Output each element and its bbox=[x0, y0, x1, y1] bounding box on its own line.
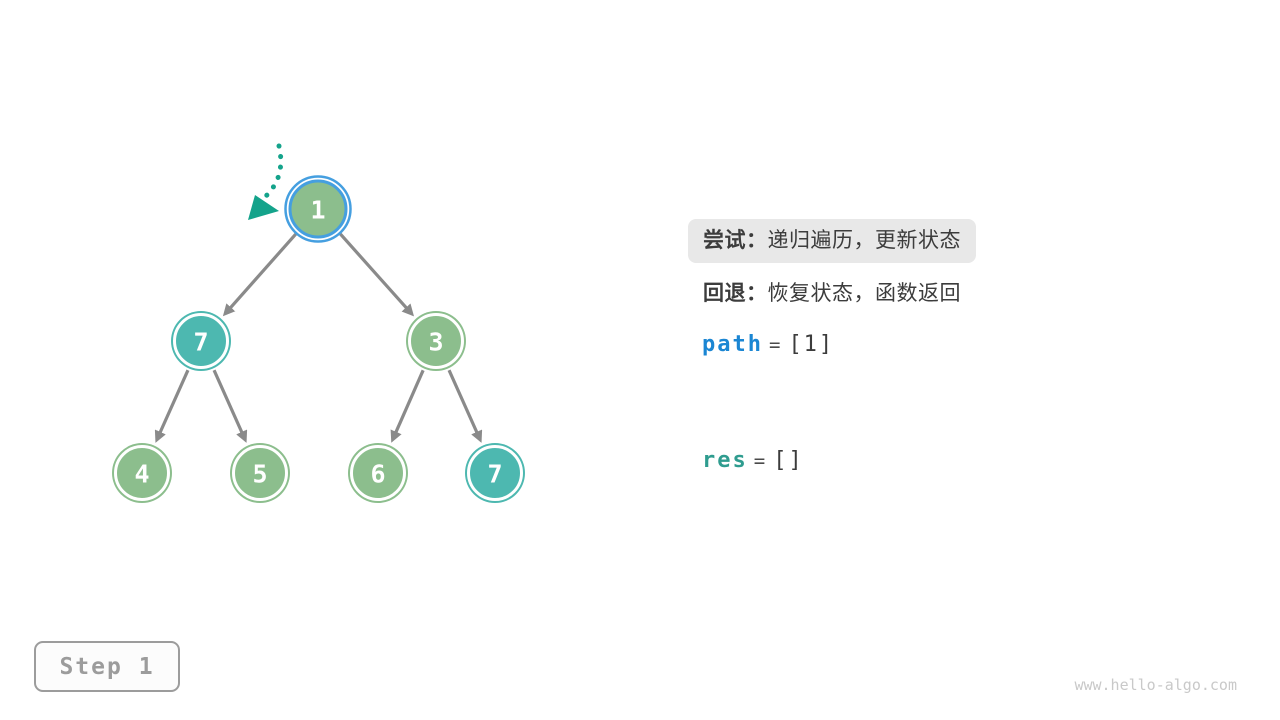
res-variable-line: res=[] bbox=[702, 448, 804, 473]
watermark: www.hello-algo.com bbox=[1074, 676, 1237, 694]
tree-node-4-3: 4 bbox=[112, 443, 172, 503]
tree-edge bbox=[447, 369, 483, 443]
current-pointer-arrowhead-icon bbox=[248, 195, 279, 220]
tree-edge bbox=[212, 369, 248, 443]
step-badge: Step 1 bbox=[34, 641, 180, 692]
try-keyword: 尝试： bbox=[703, 229, 768, 252]
res-variable-name: res bbox=[702, 448, 748, 473]
tree-node-7-1: 7 bbox=[171, 311, 231, 371]
path-value: [1] bbox=[788, 332, 835, 357]
tree-node-label: 5 bbox=[252, 460, 267, 489]
tree-node-label: 7 bbox=[487, 460, 502, 489]
tree-edge bbox=[338, 231, 415, 317]
try-line: 尝试：递归遍历，更新状态 bbox=[688, 219, 976, 263]
tree-node-6-5: 6 bbox=[348, 443, 408, 503]
path-variable-line: path=[1] bbox=[702, 332, 834, 357]
path-equals-sign: = bbox=[768, 334, 783, 356]
tree-edge bbox=[154, 369, 190, 443]
tree-node-1-0: 1 bbox=[284, 175, 352, 243]
tree-edge bbox=[222, 231, 298, 317]
tree-node-label: 7 bbox=[193, 328, 208, 357]
tree-node-label: 3 bbox=[428, 328, 443, 357]
tree-node-label: 6 bbox=[370, 460, 385, 489]
tree-node-label: 1 bbox=[310, 196, 325, 225]
tree-node-7-6: 7 bbox=[465, 443, 525, 503]
try-description: 递归遍历，更新状态 bbox=[767, 229, 961, 252]
tree-node-3-2: 3 bbox=[406, 311, 466, 371]
path-variable-name: path bbox=[702, 332, 763, 357]
current-pointer-dotted-arrow bbox=[263, 143, 284, 199]
tree-node-5-4: 5 bbox=[230, 443, 290, 503]
tree-node-label: 4 bbox=[134, 460, 149, 489]
res-value: [] bbox=[773, 448, 804, 473]
back-line: 回退：恢复状态，函数返回 bbox=[703, 281, 961, 307]
res-equals-sign: = bbox=[753, 450, 768, 472]
back-keyword: 回退： bbox=[703, 282, 768, 305]
tree-edge bbox=[390, 369, 425, 443]
binary-tree-diagram: 1 7 3 4 5 6 7 bbox=[112, 143, 525, 503]
back-description: 恢复状态，函数返回 bbox=[767, 282, 961, 305]
